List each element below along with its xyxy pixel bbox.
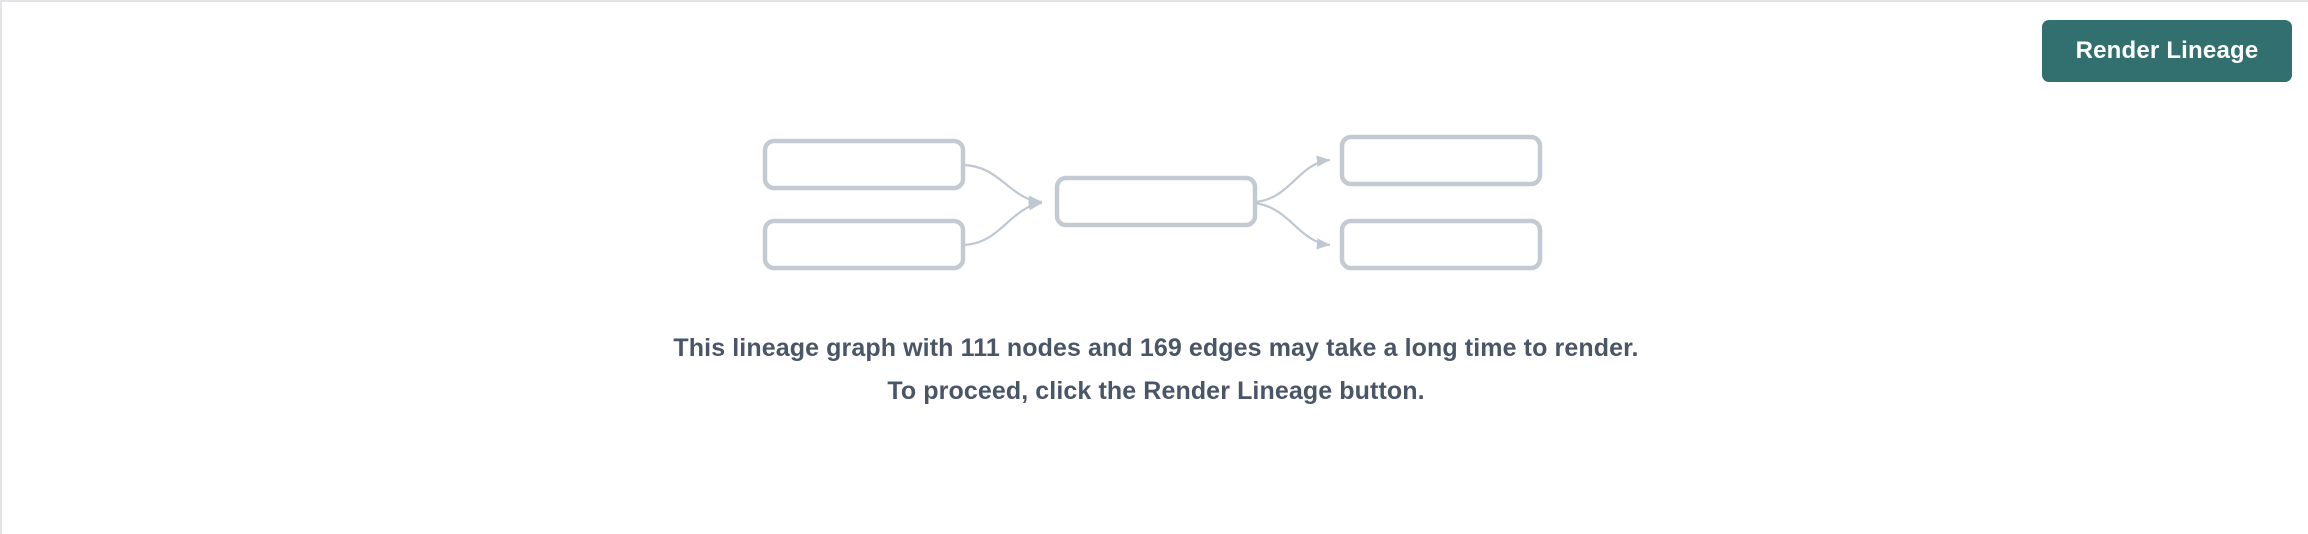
lineage-node-left-bottom[interactable] [762,218,966,271]
lineage-node-center[interactable] [1054,175,1258,228]
lineage-graph-svg [762,134,1543,271]
lineage-edges [961,155,1331,250]
lineage-node-right-bottom[interactable] [1339,218,1543,271]
edge-center-to-right-top [1253,155,1331,204]
lineage-node-left-top[interactable] [762,138,966,191]
lineage-nodes [762,134,1543,271]
render-lineage-button[interactable]: Render Lineage [2042,20,2292,82]
lineage-node-right-top[interactable] [1339,134,1543,187]
lineage-warning-message: This lineage graph with 111 nodes and 16… [673,334,1639,405]
edge-left-bottom-to-center [961,198,1043,247]
edge-center-to-right-bottom [1253,201,1331,250]
placeholder-lineage-graph [742,127,1572,277]
edge-left-top-to-center [961,163,1043,207]
